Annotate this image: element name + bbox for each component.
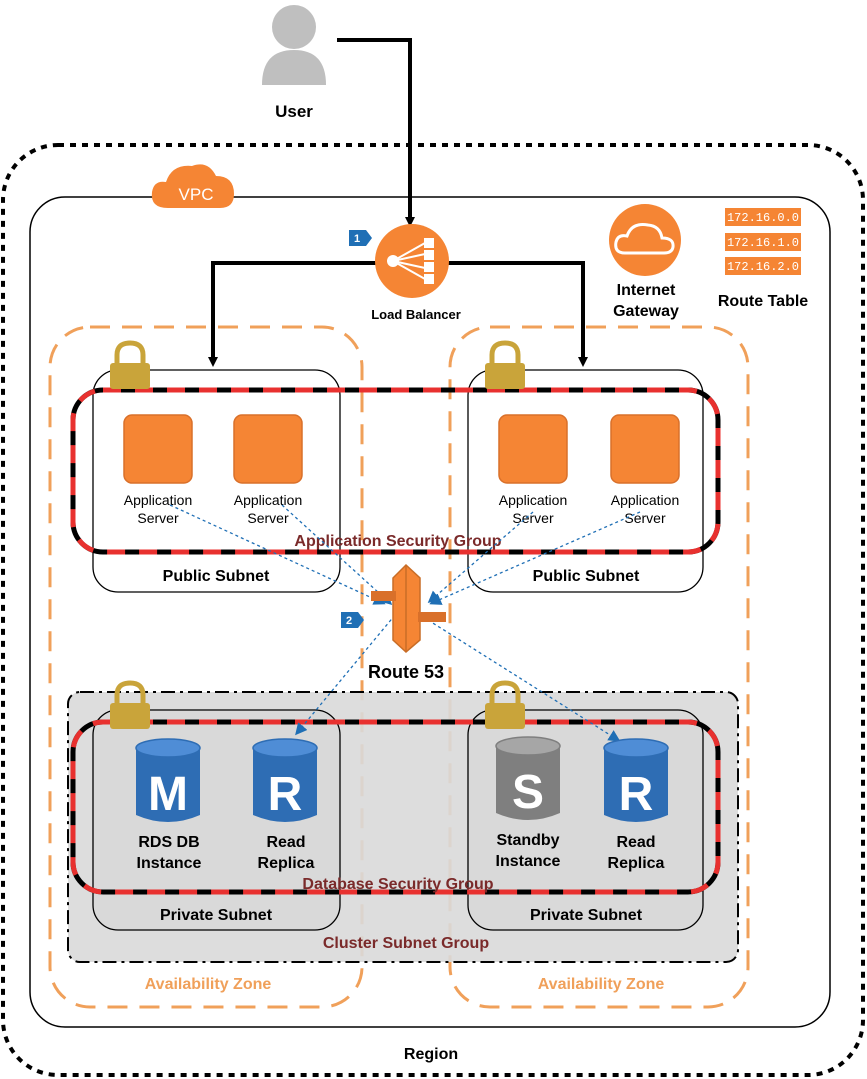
public-subnet-label: Public Subnet: [533, 568, 640, 585]
availability-zone-right: [448, 325, 750, 1009]
standby-letter: S: [512, 766, 544, 819]
vpc-cloud-icon: [151, 164, 234, 208]
internet-gateway-label-line2: Gateway: [613, 303, 679, 320]
route53-icon: [371, 563, 446, 654]
vpc-boundary: [29, 196, 831, 1028]
application-server-label-line2: Server: [512, 510, 554, 526]
read-replica-icon: [603, 738, 669, 822]
standby-instance-icon: [495, 736, 561, 820]
internet-gateway-label-line1: Internet: [617, 282, 676, 299]
lock-icon: [110, 680, 150, 729]
database-security-group-boundary: [70, 719, 721, 895]
application-server-icon: [610, 414, 680, 484]
user-label: User: [275, 102, 313, 121]
private-subnet-label: Private Subnet: [530, 907, 643, 924]
route-table-entry-0: 172.16.0.0: [727, 211, 799, 225]
standby-label-line1: Standby: [496, 832, 559, 849]
availability-zone-left: [48, 325, 364, 1009]
rds-db-label-line1: RDS DB: [138, 834, 199, 851]
application-server-label-line1: Application: [124, 492, 193, 508]
lb-to-right-subnet-connector: [446, 261, 588, 367]
lock-icon: [485, 680, 525, 729]
public-subnet-label: Public Subnet: [163, 568, 270, 585]
read-replica-label-line2: Replica: [608, 855, 665, 872]
application-server-icon: [233, 414, 303, 484]
lock-icon: [110, 340, 150, 389]
internet-gateway-icon: [609, 204, 681, 276]
database-security-group-label: Database Security Group: [302, 876, 493, 893]
read-replica-letter: R: [268, 768, 303, 821]
rds-db-label-line2: Instance: [137, 855, 202, 872]
load-balancer-label: Load Balancer: [371, 307, 461, 322]
route-table-entry-2: 172.16.2.0: [727, 260, 799, 274]
application-server-label-line1: Application: [611, 492, 680, 508]
read-replica-label-line1: Read: [266, 834, 305, 851]
application-server-icon: [123, 414, 193, 484]
rds-db-letter: M: [148, 768, 188, 821]
application-server-label-line2: Server: [137, 510, 179, 526]
region-boundary: [1, 143, 865, 1077]
region-label: Region: [404, 1046, 458, 1063]
availability-zone-label: Availability Zone: [145, 976, 272, 993]
load-balancer-icon: [375, 224, 449, 298]
lock-icon: [485, 340, 525, 389]
user-icon: [262, 5, 326, 85]
lb-to-left-subnet-connector: [208, 261, 380, 367]
step-1-label: 1: [354, 233, 360, 245]
cluster-subnet-group-label: Cluster Subnet Group: [323, 935, 489, 952]
vpc-label: VPC: [179, 185, 214, 204]
read-replica-icon: [252, 738, 318, 822]
application-server-label-line1: Application: [499, 492, 568, 508]
read-replica-label-line1: Read: [616, 834, 655, 851]
application-server-label-line1: Application: [234, 492, 303, 508]
application-server-label-line2: Server: [624, 510, 666, 526]
app-to-route53-connectors: [169, 504, 641, 742]
rds-db-instance-icon: [135, 738, 201, 822]
read-replica-letter: R: [619, 768, 654, 821]
route-table-icon: [725, 208, 801, 275]
private-subnet-label: Private Subnet: [160, 907, 273, 924]
step-2-label: 2: [346, 615, 352, 627]
route53-label: Route 53: [368, 662, 444, 682]
read-replica-label-line2: Replica: [258, 855, 315, 872]
application-server-label-line2: Server: [247, 510, 289, 526]
availability-zone-label: Availability Zone: [538, 976, 665, 993]
application-security-group-label: Application Security Group: [294, 533, 501, 550]
step-1-badge: [349, 230, 372, 246]
application-server-icon: [498, 414, 568, 484]
standby-label-line2: Instance: [496, 853, 561, 870]
step-2-badge: [341, 612, 364, 628]
user-to-lb-connector: [337, 38, 415, 227]
route-table-label: Route Table: [718, 293, 808, 310]
application-security-group-boundary: [70, 387, 721, 555]
route-table-entry-1: 172.16.1.0: [727, 236, 799, 250]
